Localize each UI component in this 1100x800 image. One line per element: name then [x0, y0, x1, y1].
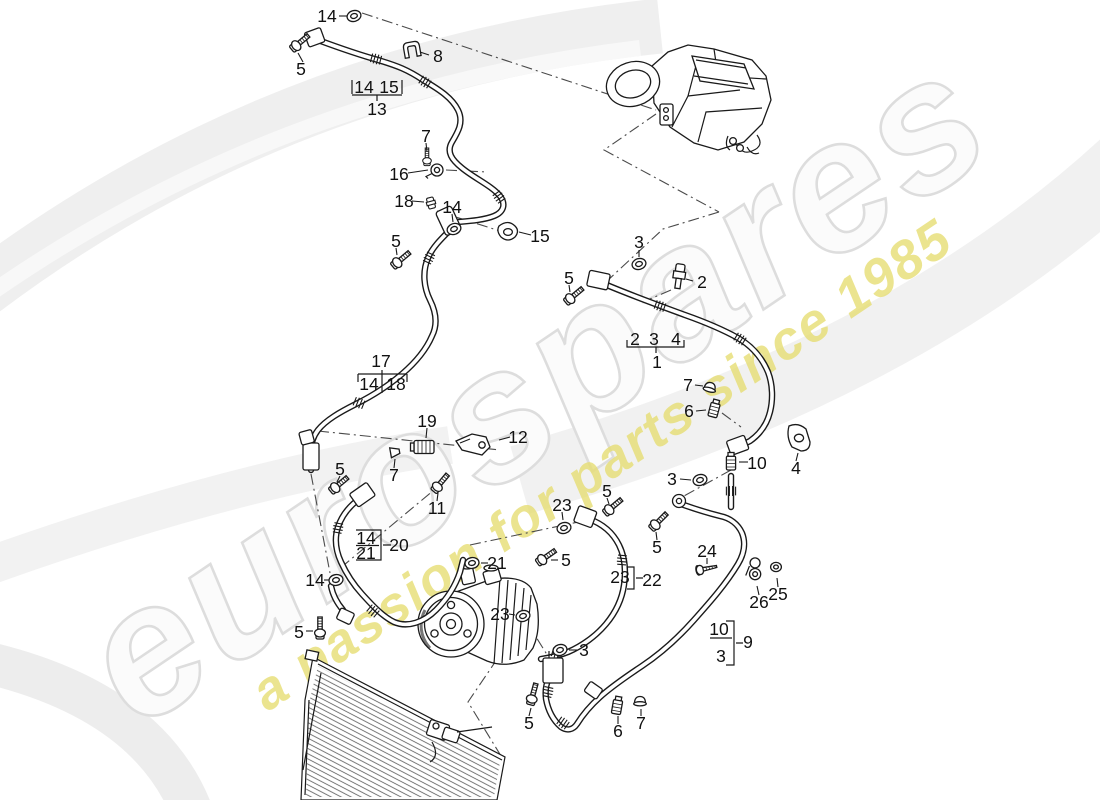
- part-callout-21: 21: [356, 543, 375, 563]
- part-callout-21: 21: [487, 553, 506, 573]
- part-callout-5: 5: [391, 231, 401, 251]
- union-18: [424, 195, 438, 211]
- part-callout-14: 14: [356, 528, 376, 548]
- part-callout-23: 23: [552, 495, 571, 515]
- part-callout-7: 7: [636, 713, 646, 733]
- leader-lines: [297, 15, 799, 724]
- swoosh-right: [510, 139, 1100, 514]
- screw-24: [694, 561, 719, 577]
- clamp-26: [744, 556, 765, 582]
- coupler-19: [409, 439, 435, 455]
- holder-16: [425, 163, 444, 180]
- part-callout-17: 17: [371, 351, 390, 371]
- swoosh-mid: [0, 426, 453, 583]
- part-callout-5: 5: [296, 59, 306, 79]
- part-callout-6: 6: [613, 721, 623, 741]
- part-callout-10: 10: [747, 453, 767, 473]
- bolt-5: [388, 247, 414, 272]
- nut-25: [769, 561, 783, 573]
- part-callout-14: 14: [354, 77, 374, 97]
- grommet-15: [497, 221, 519, 241]
- bolt-5: [646, 508, 672, 534]
- part-callout-12: 12: [508, 427, 527, 447]
- part-callout-5: 5: [294, 622, 304, 642]
- part-callout-9: 9: [743, 632, 753, 652]
- part-callout-15: 15: [379, 77, 398, 97]
- cap-7: [633, 695, 647, 707]
- fittings: [298, 27, 750, 700]
- watermark-brand: eurospares: [44, 10, 1024, 765]
- part-callout-14: 14: [305, 570, 325, 590]
- part-callout-19: 19: [417, 411, 436, 431]
- part-callout-7: 7: [389, 465, 399, 485]
- part-callout-26: 26: [749, 592, 768, 612]
- part-callout-5: 5: [524, 713, 534, 733]
- part-callout-15: 15: [530, 226, 549, 246]
- compressor: [417, 562, 539, 665]
- part-callout-16: 16: [389, 164, 408, 184]
- pipes: [307, 36, 776, 733]
- group-brackets: [351, 80, 743, 666]
- part-callout-2: 2: [630, 329, 640, 349]
- part-callout-14: 14: [359, 374, 379, 394]
- o-ring-14: [345, 8, 363, 24]
- part-callout-1: 1: [652, 352, 662, 372]
- swoosh-highlight: [0, 40, 641, 297]
- part-callout-8: 8: [433, 46, 443, 66]
- valve-6: [610, 695, 625, 716]
- part-callout-18: 18: [394, 191, 413, 211]
- part-callout-10: 10: [709, 619, 729, 639]
- part-callout-14: 14: [317, 6, 337, 26]
- part-callout-24: 24: [697, 541, 717, 561]
- heater-box: [605, 44, 772, 155]
- part-callout-3: 3: [634, 232, 644, 252]
- part-callout-7: 7: [683, 375, 693, 395]
- part-callout-5: 5: [335, 459, 345, 479]
- part-callout-3: 3: [667, 469, 677, 489]
- part-callout-13: 13: [367, 99, 386, 119]
- part-callout-5: 5: [561, 550, 571, 570]
- part-callout-23: 23: [490, 604, 509, 624]
- part-callout-3: 3: [716, 646, 726, 666]
- part-callout-4: 4: [791, 458, 801, 478]
- part-callout-3: 3: [579, 640, 589, 660]
- condenser: [300, 649, 506, 800]
- part-callout-3: 3: [649, 329, 659, 349]
- part-callout-22: 22: [642, 570, 661, 590]
- condenser-connector: [425, 719, 493, 763]
- part-callout-4: 4: [671, 329, 681, 349]
- part-callout-20: 20: [389, 535, 409, 555]
- part-callout-6: 6: [684, 401, 694, 421]
- part-callout-23: 23: [610, 567, 629, 587]
- part-callout-25: 25: [768, 584, 787, 604]
- bolt-5: [533, 545, 560, 569]
- swoosh-stroke: [0, 0, 663, 312]
- mounting-plate-4: [787, 423, 811, 452]
- bolt-5: [524, 681, 542, 707]
- part-callout-14: 14: [442, 197, 462, 217]
- part-callout-5: 5: [564, 268, 574, 288]
- part-callout-2: 2: [697, 272, 707, 292]
- part-callout-5: 5: [652, 537, 662, 557]
- swoosh-corner: [0, 644, 210, 800]
- part-callout-11: 11: [428, 498, 446, 518]
- o-ring-3: [691, 472, 709, 488]
- part-callout-5: 5: [602, 481, 612, 501]
- valve-10: [725, 451, 737, 471]
- part-callout-7: 7: [421, 126, 431, 146]
- part-callout-18: 18: [386, 374, 405, 394]
